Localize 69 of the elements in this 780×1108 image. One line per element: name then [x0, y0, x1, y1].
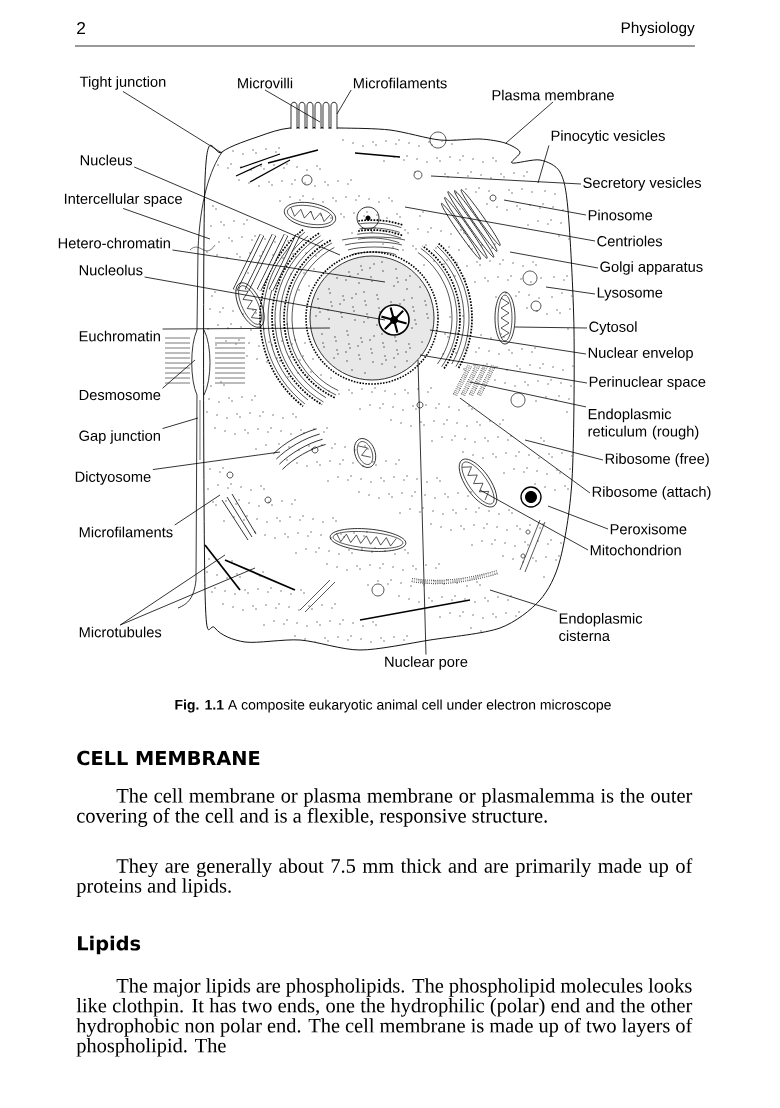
part-label: Centrioles — [597, 235, 663, 247]
leader-line — [419, 354, 588, 384]
part-label: Ribosome (attach) — [592, 486, 711, 500]
leader-line — [417, 359, 427, 655]
part-label: Lysosome — [597, 287, 663, 301]
paragraph: The major lipids are phospholipids. The phospholipid molecules looks like clothpin. It has two ends, one the hydrophilic (polar) end and the other hydrophobic non polar end. The cell membrane is made up of two layers of phospholipid. The — [76, 978, 693, 1057]
leader-line — [537, 145, 550, 184]
leader-line — [489, 589, 558, 612]
leader-line — [430, 175, 582, 185]
part-label: Intercellular space — [64, 193, 182, 207]
part-label: Golgi apparatus — [600, 261, 703, 275]
leader-line — [505, 101, 554, 144]
part-label: Endoplasmic reticulum (rough) — [588, 408, 699, 440]
leader-line — [119, 554, 226, 626]
part-label: Mitochondrion — [590, 544, 681, 556]
part-label: Tight junction — [79, 76, 166, 90]
leader-line — [336, 89, 352, 115]
leader-line — [429, 329, 587, 355]
figure-caption: Fig. 1.1 A composite eukaryotic animal cell under electron microscope — [175, 699, 611, 713]
part-label: Ribosome (free) — [605, 453, 709, 467]
paragraph: The cell membrane or plasma membrane or plasmalemma is the outer covering of the cell and is a flexible, responsive structure. — [77, 788, 693, 827]
part-label: Hetero-chromatin — [58, 237, 170, 249]
leader-line — [162, 327, 331, 330]
part-label: Endoplasmic cisterna — [559, 612, 643, 642]
part-label: Microfilaments — [79, 526, 173, 538]
leader-line — [162, 417, 199, 429]
leader-line — [152, 451, 281, 470]
leader-line — [503, 199, 587, 216]
leader-line — [122, 208, 211, 240]
part-label: Nuclear pore — [385, 656, 468, 670]
part-label: Nucleus — [80, 154, 133, 166]
leader-line — [162, 359, 196, 389]
part-label: Gap junction — [79, 430, 160, 444]
part-label: Pinosome — [588, 209, 653, 221]
part-label: Secretory vesicles — [583, 177, 702, 191]
subsection-heading: Lipids — [78, 935, 141, 955]
part-label: Euchromatin — [79, 330, 160, 342]
section-heading: CELL MEMBRANE — [77, 750, 260, 766]
part-label: Pinocytic vesicles — [551, 130, 665, 144]
part-label: Desmosome — [79, 389, 161, 401]
part-label: Perinuclear space — [589, 376, 706, 390]
leader-line — [547, 505, 609, 530]
part-label: Peroxisome — [610, 523, 687, 535]
leader-line — [144, 276, 386, 321]
part-label: Nuclear envelop — [588, 347, 693, 361]
leader-line — [172, 249, 386, 283]
part-label: Microtubules — [79, 626, 162, 638]
running-header: Physiology — [621, 21, 695, 37]
leader-line — [122, 91, 223, 154]
leader-line — [264, 89, 321, 123]
paragraph: They are generally about 7.5 mm thick and are primarily made up of proteins and lipids. — [76, 858, 693, 897]
leader-line — [545, 286, 596, 295]
part-label: Cytosol — [589, 321, 637, 335]
leader-line — [174, 494, 221, 526]
leader-line — [469, 381, 587, 408]
leader-line — [133, 166, 341, 256]
part-label: Nucleolus — [79, 264, 143, 276]
leader-line — [459, 397, 591, 494]
leader-line — [404, 206, 596, 242]
leader-line — [509, 251, 599, 269]
part-label: Plasma membrane — [492, 89, 614, 101]
leader-line — [119, 567, 256, 626]
page-number: 2 — [77, 21, 86, 35]
leader-line — [524, 439, 604, 461]
part-label: Dictyosome — [75, 471, 151, 485]
part-label: Microfilaments — [353, 77, 447, 89]
leader-line — [514, 326, 588, 329]
part-label: Microvilli — [238, 77, 293, 89]
leader-line — [479, 489, 589, 551]
